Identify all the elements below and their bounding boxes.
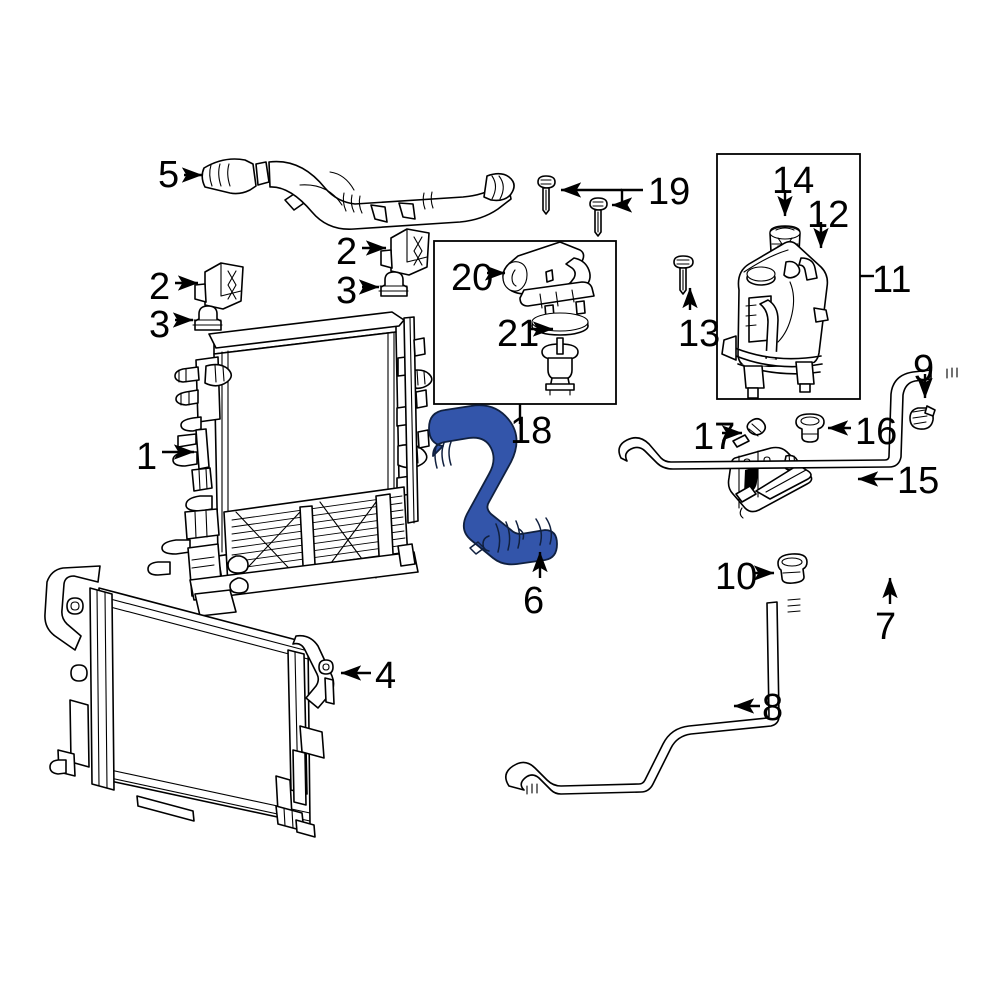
part-lower-radiator-hose-highlighted bbox=[428, 404, 558, 566]
part-thermostat bbox=[541, 337, 579, 396]
part-coolant-reservoir-tank bbox=[721, 240, 829, 399]
part-bracket-bolt bbox=[732, 417, 767, 448]
callout-number-8[interactable]: 8 bbox=[762, 687, 784, 729]
part-hose-clamp bbox=[909, 405, 936, 430]
part-coolant-supply-tube bbox=[505, 598, 801, 795]
callout-number-1[interactable]: 1 bbox=[136, 436, 158, 478]
callout-number-4[interactable]: 4 bbox=[375, 655, 397, 697]
callout-number-6[interactable]: 6 bbox=[523, 580, 545, 622]
callout-number-20[interactable]: 20 bbox=[451, 257, 494, 299]
part-thermostat-housing bbox=[502, 241, 595, 319]
callout-number-9[interactable]: 9 bbox=[913, 348, 935, 390]
callout-number-16[interactable]: 16 bbox=[855, 411, 898, 453]
part-radiator-upper-bracket-right bbox=[380, 228, 430, 276]
callout-number-21[interactable]: 21 bbox=[497, 313, 540, 355]
callout-number-12[interactable]: 12 bbox=[807, 194, 850, 236]
part-radiator-isolator-left bbox=[192, 305, 223, 331]
part-tube-grommet bbox=[777, 553, 808, 584]
part-thermostat-o-ring bbox=[531, 312, 589, 336]
leaders bbox=[162, 167, 933, 714]
callout-number-2-left[interactable]: 2 bbox=[149, 266, 171, 308]
callout-number-13[interactable]: 13 bbox=[678, 313, 721, 355]
callout-number-7[interactable]: 7 bbox=[875, 606, 897, 648]
part-housing-bolt-upper bbox=[537, 175, 556, 215]
callout-number-18[interactable]: 18 bbox=[510, 410, 553, 452]
part-bracket-grommet bbox=[795, 413, 825, 443]
part-radiator-assembly bbox=[147, 311, 433, 617]
callout-number-2-right[interactable]: 2 bbox=[336, 231, 358, 273]
part-radiator-upper-bracket-left bbox=[194, 262, 244, 310]
callout-number-17[interactable]: 17 bbox=[693, 416, 736, 458]
part-radiator-isolator-right bbox=[378, 271, 409, 297]
callout-number-10[interactable]: 10 bbox=[715, 556, 758, 598]
callout-number-15[interactable]: 15 bbox=[897, 460, 940, 502]
callout-number-3-right[interactable]: 3 bbox=[336, 270, 358, 312]
callout-number-3-left[interactable]: 3 bbox=[149, 304, 171, 346]
part-upper-radiator-hose bbox=[201, 158, 515, 230]
group-box-thermostat-kit bbox=[433, 240, 617, 405]
callout-number-19[interactable]: 19 bbox=[648, 171, 691, 213]
part-condenser-assembly bbox=[44, 565, 335, 838]
callout-number-14[interactable]: 14 bbox=[772, 160, 815, 202]
part-coolant-return-tube bbox=[618, 367, 958, 470]
callout-number-5[interactable]: 5 bbox=[158, 154, 180, 196]
part-reservoir-mounting-bracket bbox=[727, 446, 813, 519]
callout-number-11[interactable]: 11 bbox=[872, 259, 912, 301]
part-housing-bolt-lower bbox=[589, 197, 608, 237]
